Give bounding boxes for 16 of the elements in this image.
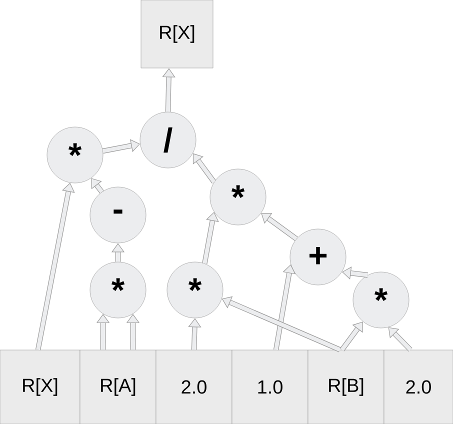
value-box: R[A]	[80, 350, 156, 424]
value-box: R[B]	[308, 350, 384, 424]
value-box: 2.0	[156, 350, 232, 424]
arrow	[261, 213, 298, 241]
arrow	[162, 68, 176, 112]
arrow	[340, 322, 363, 352]
value-box: 2.0	[384, 350, 453, 424]
arrow	[35, 182, 75, 350]
node-label: 1.0	[258, 380, 282, 394]
value-box: 1.0	[232, 350, 308, 424]
value-box: R[X]	[140, 0, 214, 68]
arrow	[91, 178, 104, 194]
arrow	[222, 296, 342, 352]
value-box: R[X]	[0, 350, 80, 424]
arrow	[388, 327, 412, 352]
arrow	[192, 153, 216, 184]
